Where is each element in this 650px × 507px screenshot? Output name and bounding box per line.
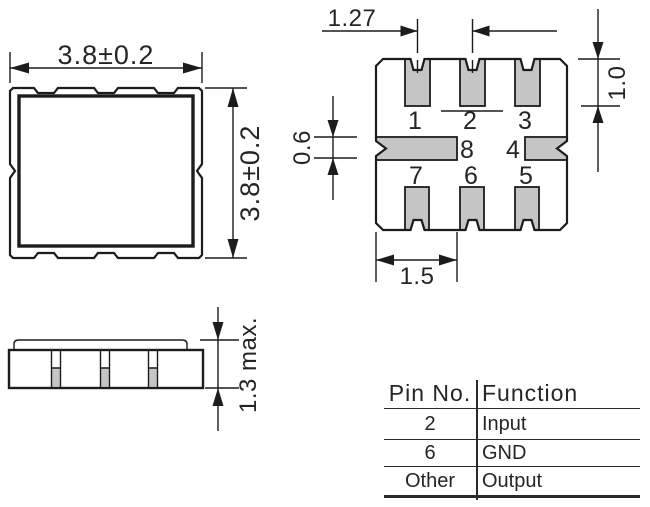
side-view-slots (50, 350, 159, 388)
arrowhead-down-icon (227, 239, 239, 258)
table-row: Other Output (384, 467, 640, 498)
pad-3-label: 3 (518, 107, 532, 135)
pad-5-label: 5 (519, 162, 533, 190)
notch-bottom-7 (410, 220, 425, 232)
bottom-view-package-outline (374, 57, 569, 232)
notch-bottom-5 (520, 220, 535, 232)
arrowhead-down-icon (212, 322, 224, 340)
pad-6-label: 6 (464, 162, 478, 190)
center-pad-dimension: 0.6 (289, 96, 357, 200)
pad-1-label: 1 (408, 107, 422, 135)
pad-span-dimension: 1.5 (375, 232, 458, 290)
function-header: Function (482, 380, 579, 406)
arrowhead-right-icon (400, 25, 418, 37)
function-cell: Input (482, 412, 527, 435)
arrowhead-up-icon (327, 158, 339, 175)
pad-depth-dimension: 1.0 (578, 9, 631, 172)
notch-bottom-6 (465, 220, 480, 232)
arrowhead-up-icon (212, 388, 224, 406)
table-header-row: Pin No. Function (384, 380, 640, 409)
side-height-dimension-label: 1.3 max. (235, 317, 262, 413)
pad-8 (375, 136, 458, 161)
notch-top-3 (520, 58, 535, 70)
arrowhead-down-icon (327, 120, 339, 137)
pad-7-label: 7 (409, 162, 423, 190)
table-row: 6 GND (384, 440, 640, 467)
arrowhead-left-icon (10, 62, 29, 74)
pin-no-header: Pin No. (388, 380, 472, 406)
pad-depth-dimension-lines (578, 9, 620, 172)
center-pad-dimension-lines (314, 96, 357, 200)
top-view-package-outline (8, 86, 204, 260)
top-view-lid-outline (17, 94, 195, 248)
width-dimension-lines (9, 52, 203, 83)
table-column-divider (476, 380, 478, 500)
function-cell: GND (482, 441, 527, 464)
pad-2 (459, 58, 486, 107)
pad-span-dimension-label: 1.5 (400, 263, 435, 290)
arrowhead-down-icon (592, 42, 604, 59)
notch-right-4 (557, 140, 568, 157)
pitch-dimension: 1.27 (322, 5, 557, 73)
slot-lines (50, 350, 159, 388)
top-view: 3.8±0.2 3.8±0.2 (8, 40, 265, 260)
arrowhead-up-icon (227, 88, 239, 107)
pitch-dimension-label: 1.27 (328, 5, 377, 32)
side-height-dimension: 1.3 max. (200, 307, 262, 431)
pitch-dimension-lines (322, 19, 557, 73)
width-dimension-label: 3.8±0.2 (58, 40, 155, 70)
notch-left-8 (375, 140, 386, 157)
pin-no-cell: 6 (424, 441, 436, 464)
function-cell: Output (482, 469, 543, 492)
pad-8-label: 8 (460, 136, 474, 164)
arrowhead-right-icon (439, 254, 457, 266)
pin-no-cell: Other (404, 469, 456, 492)
arrowhead-right-icon (183, 62, 202, 74)
height-dimension-lines (205, 87, 247, 259)
slot-fill-3 (148, 368, 158, 387)
bottom-view: 1 2 3 4 5 6 7 8 1.27 1.0 0.6 (289, 5, 631, 290)
side-view: 1.3 max. (7, 307, 262, 431)
pad-4-label: 4 (506, 136, 520, 164)
pad-2-label: 2 (463, 107, 477, 135)
top-view-width-dimension: 3.8±0.2 (9, 40, 203, 83)
side-view-lid-outline (13, 339, 188, 350)
pin-function-table: Pin No. Function 2 Input 6 GND Other Out… (384, 380, 640, 500)
arrowhead-left-icon (472, 25, 490, 37)
pad-depth-dimension-label: 1.0 (604, 66, 631, 101)
arrowhead-up-icon (592, 106, 604, 123)
arrowhead-left-icon (376, 254, 394, 266)
center-pad-dimension-label: 0.6 (289, 130, 316, 165)
slot-fill-1 (51, 368, 61, 387)
pin-no-cell: 2 (424, 412, 436, 435)
table-row: 2 Input (384, 409, 640, 440)
height-dimension-label: 3.8±0.2 (235, 125, 265, 222)
top-view-height-dimension: 3.8±0.2 (205, 87, 265, 259)
slot-fill-2 (100, 368, 110, 387)
